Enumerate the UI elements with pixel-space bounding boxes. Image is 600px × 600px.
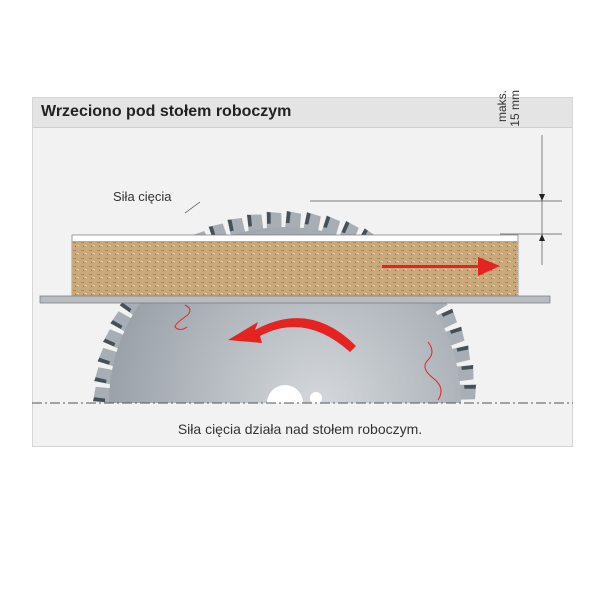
tooth-tip [402, 537, 412, 548]
tooth-tip [449, 326, 462, 334]
blade-tooth [404, 519, 426, 541]
tooth-tip [221, 573, 229, 585]
tooth-tip [464, 384, 477, 389]
max-label-line2: 15 mm [508, 90, 522, 127]
blade-tooth [458, 403, 477, 419]
blade-tooth [106, 460, 127, 479]
blade-tooth [375, 544, 396, 566]
tooth-tip [103, 338, 116, 347]
squiggle-icon [424, 341, 442, 401]
blade-tooth [390, 532, 412, 554]
blade-tooth [288, 576, 303, 594]
blade-tooth [249, 574, 267, 594]
blade-tooth [146, 522, 168, 544]
tooth-tip [117, 489, 129, 497]
tooth-tip [94, 377, 107, 384]
tooth-tip [202, 566, 211, 578]
caption: Siła cięcia działa nad stołem roboczym. [177, 421, 423, 437]
tooth-tip [227, 219, 234, 232]
tooth-tip [387, 549, 396, 561]
work-table [39, 295, 551, 304]
blade-tooth [269, 576, 285, 595]
tooth-tip [416, 524, 427, 535]
blade-tooth [100, 443, 120, 461]
tooth-tip [127, 505, 139, 514]
tooth-tip [168, 546, 178, 557]
blade-tooth [307, 573, 323, 591]
tooth-tip [102, 454, 114, 460]
tooth-tip [455, 460, 467, 468]
tooth-tip [247, 214, 252, 227]
blade-tooth [417, 505, 440, 527]
blade-tooth [176, 546, 198, 569]
blade-arbor-hole [267, 385, 303, 403]
max-depth-label: maks.15 mm [495, 90, 522, 150]
tooth-tip [371, 559, 379, 571]
rotation-direction-arrow [228, 318, 356, 352]
tooth-tip [460, 441, 472, 448]
blade-tooth [211, 563, 231, 585]
tooth-tip [318, 579, 323, 591]
blade-tooth [113, 477, 134, 497]
panel-title: Wrzeciono pod stołem roboczym [41, 103, 292, 120]
blade-tooth [161, 535, 183, 558]
tooth-tip [119, 302, 132, 313]
blade-tooth [230, 570, 249, 591]
workpiece-chipboard [72, 241, 518, 297]
tooth-tip [285, 211, 291, 224]
blade-tooth [134, 508, 156, 530]
tooth-tip [341, 221, 350, 234]
tooth-tip [304, 212, 311, 225]
feed-direction-arrow [382, 257, 500, 276]
blade-tooth [122, 493, 144, 514]
panel-header: Wrzeciono pod stołem roboczym [33, 98, 572, 128]
tooth-tip [259, 582, 265, 594]
tooth-tip [153, 534, 164, 545]
tooth-tip [428, 510, 439, 520]
cutting-force-label: Siła cięcia [113, 189, 172, 204]
leader-line [184, 201, 201, 214]
tooth-tip [439, 494, 451, 504]
blade-tooth [325, 569, 343, 589]
tooth-tip [108, 472, 120, 479]
tooth-tip [110, 320, 123, 329]
tooth-tip [185, 557, 195, 569]
blade-tooth [437, 474, 459, 495]
blade-tooth [94, 406, 112, 421]
blade-tooth [428, 490, 451, 512]
tooth-tip [279, 583, 284, 595]
tooth-tip [139, 520, 150, 530]
tooth-tip [448, 477, 460, 486]
tooth-tip [336, 575, 342, 587]
tooth-tip [465, 404, 477, 409]
tooth-tip [299, 582, 303, 594]
tooth-tip [461, 365, 474, 370]
blade-tooth [342, 562, 361, 583]
tooth-tip [323, 215, 331, 228]
tooth-tip [456, 345, 469, 352]
blade-tooth [445, 457, 467, 477]
tooth-tip [354, 568, 361, 580]
tooth-tip [441, 308, 454, 317]
tooth-tip [266, 211, 271, 224]
tooth-tip [240, 578, 247, 590]
tooth-tip [97, 357, 110, 365]
squiggle-icon [174, 304, 191, 330]
blade-tooth [193, 555, 214, 577]
blade-tooth [359, 554, 379, 575]
blade-tooth [452, 439, 473, 458]
tooth-tip [93, 397, 106, 403]
